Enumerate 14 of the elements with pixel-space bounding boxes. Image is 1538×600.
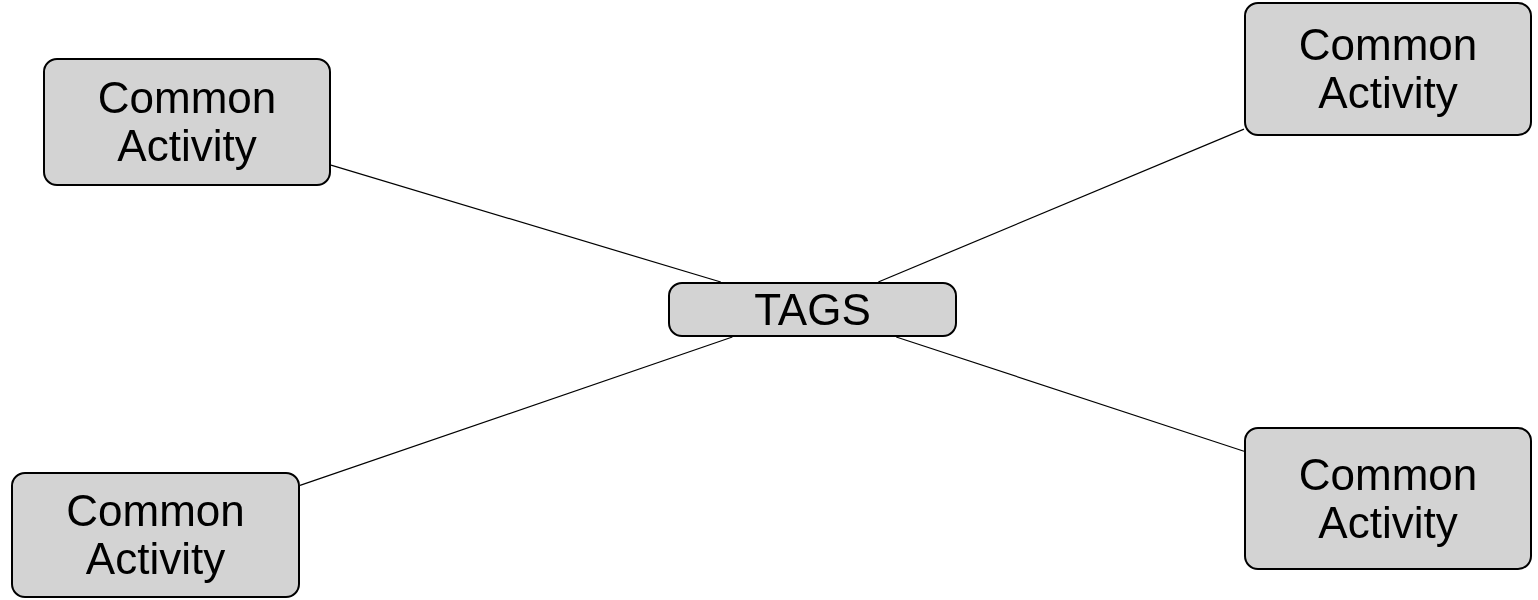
activity-box <box>1244 427 1532 570</box>
box-label: Common Activity <box>1298 21 1478 117</box>
connector-line <box>299 336 733 486</box>
activity-box <box>11 472 300 598</box>
connector-line <box>895 336 1245 452</box>
box-label: Common Activity <box>97 74 277 170</box>
box-label: Common Activity <box>66 487 245 583</box>
tags-box <box>668 282 957 337</box>
activity-box <box>43 58 331 186</box>
box-label: Common Activity <box>1298 450 1478 547</box>
connector-line <box>877 128 1245 283</box>
box-label: TAGS <box>754 285 871 334</box>
connector-line <box>330 164 722 283</box>
activity-box <box>1244 2 1532 136</box>
